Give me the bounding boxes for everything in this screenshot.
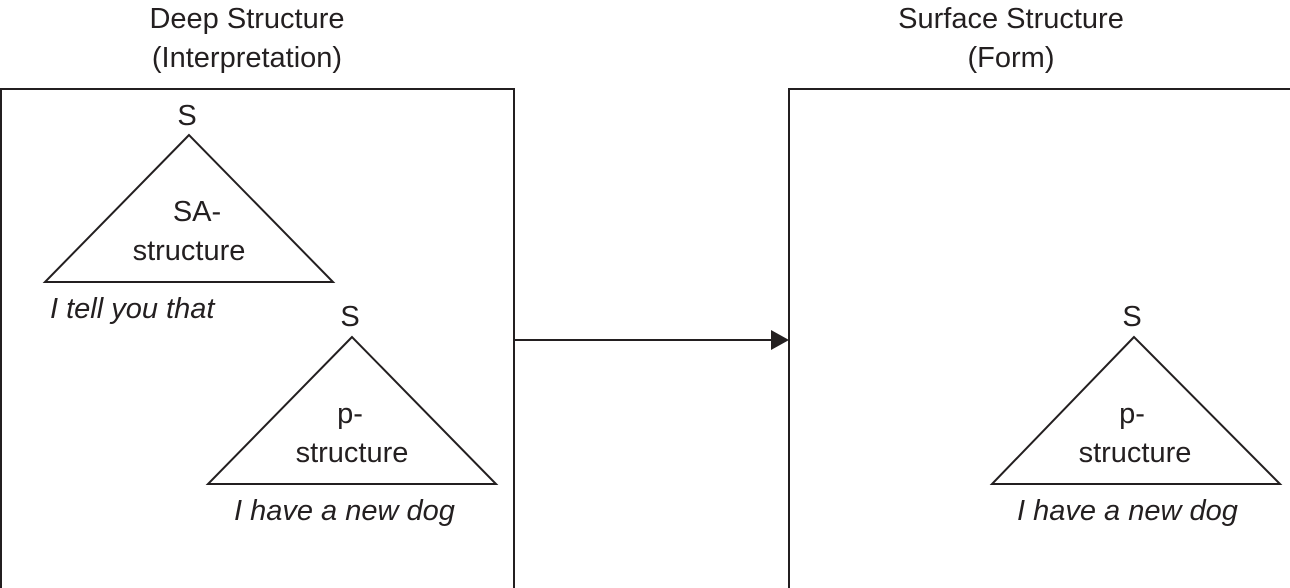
tree-gloss: I tell you that [50, 293, 216, 325]
tree-line1: p- [1119, 398, 1145, 430]
deep-structure-title: Deep Structure [149, 3, 344, 35]
tree-line1: SA- [173, 196, 221, 228]
deep-structure-box [0, 88, 515, 588]
tree-triangle [42, 133, 336, 283]
tree-triangle [989, 335, 1283, 485]
tree-line1: p- [337, 398, 363, 430]
tree-root-label: S [177, 100, 196, 132]
surface-p-structure-tree: S p- structure I have a new dog [989, 301, 1283, 527]
tree-line2: structure [133, 235, 246, 267]
tree-line2: structure [1079, 437, 1192, 469]
sa-structure-tree: S SA- structure I tell you that [42, 100, 336, 325]
tree-triangle [205, 335, 499, 485]
tree-root-label: S [1122, 301, 1141, 333]
tree-root-label: S [340, 301, 359, 333]
tree-line2: structure [296, 437, 409, 469]
deep-p-structure-tree: S p- structure I have a new dog [205, 301, 499, 527]
surface-structure-title: Surface Structure [898, 3, 1124, 35]
deep-structure-subtitle: (Interpretation) [152, 42, 342, 74]
tree-gloss: I have a new dog [1017, 495, 1238, 527]
tree-gloss: I have a new dog [234, 495, 455, 527]
surface-structure-box [788, 88, 1290, 588]
arrow-head-icon [771, 330, 789, 350]
surface-structure-subtitle: (Form) [968, 42, 1055, 74]
transformation-arrow [514, 330, 789, 350]
